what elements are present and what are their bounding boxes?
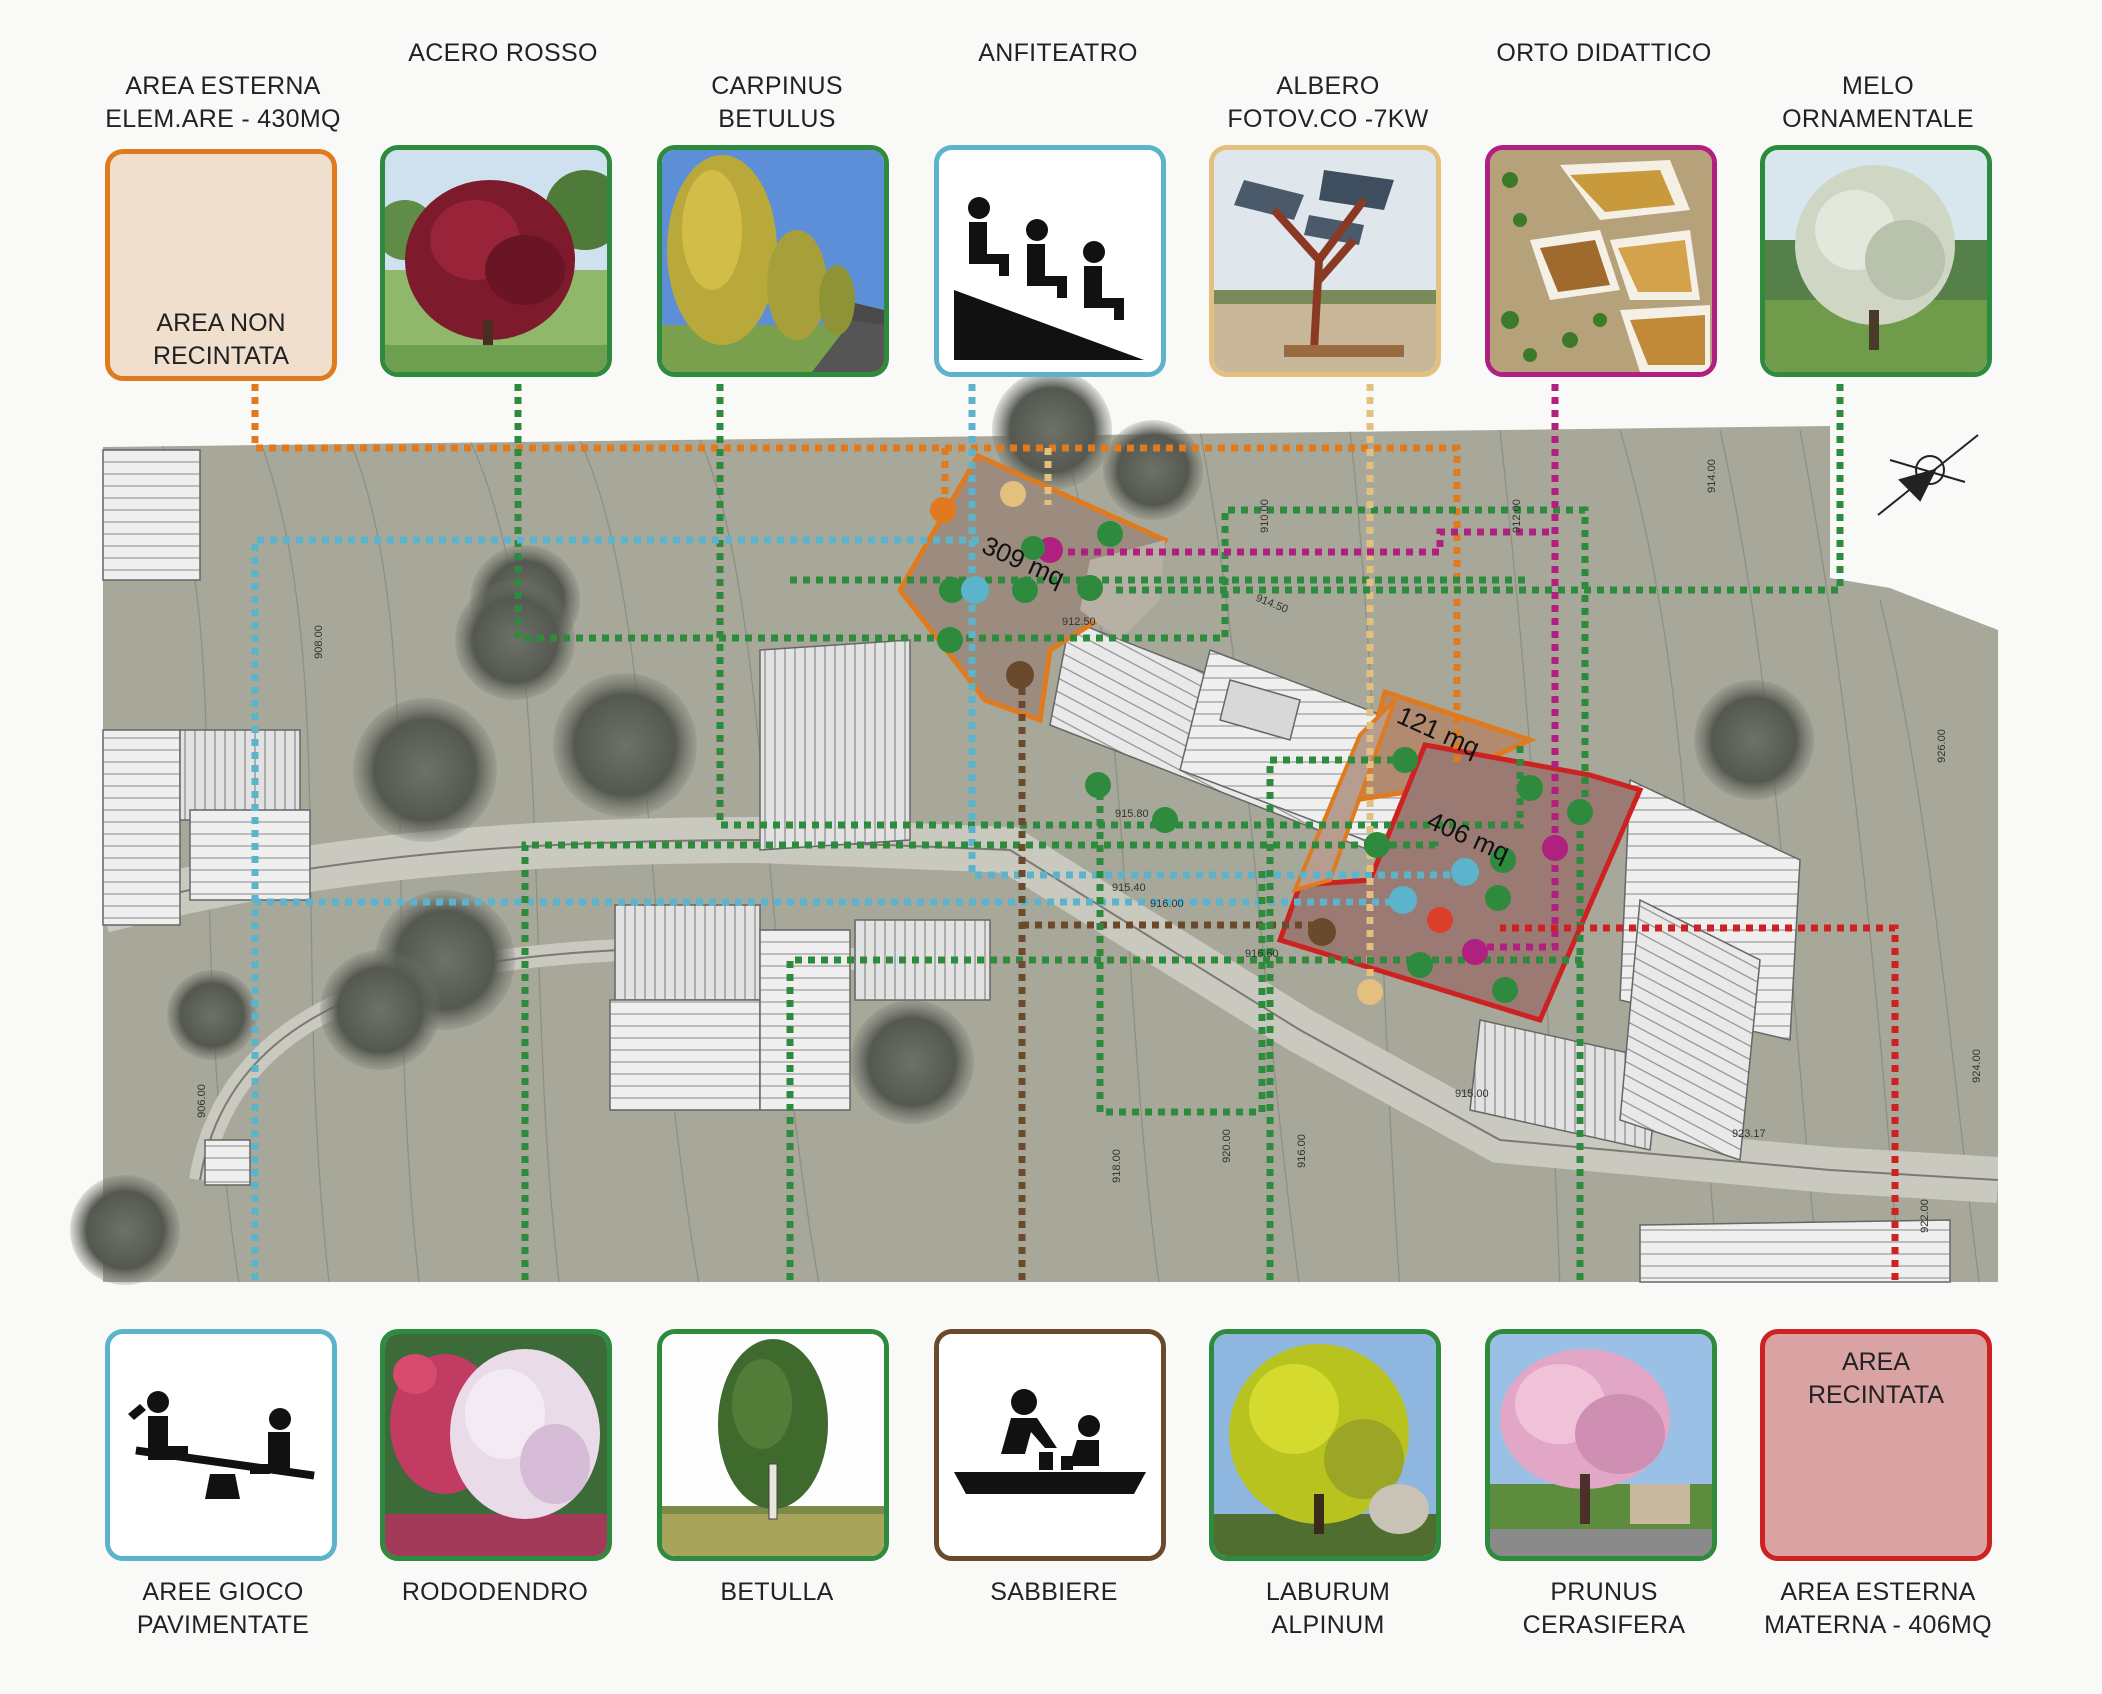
elevation-label: 924.00	[1970, 1049, 1983, 1083]
label-betulla: BETULLA	[720, 1578, 834, 1606]
elevation-label: 916.60	[1245, 948, 1279, 960]
elevation-label: 923.17	[1732, 1128, 1766, 1140]
elevation-label: 914.00	[1705, 459, 1718, 493]
elevation-label: 912.00	[1510, 499, 1523, 533]
laburnum-photo-icon	[1214, 1334, 1436, 1556]
plan-markers	[930, 481, 1593, 1005]
card-melo-ornamentale	[1760, 145, 1992, 377]
elevation-label: 920.00	[1220, 1129, 1233, 1163]
garden-beds-photo-icon	[1490, 150, 1712, 372]
apple-tree-photo-icon	[1765, 150, 1987, 372]
hornbeam-row-photo-icon	[662, 150, 884, 372]
red-maple-photo-icon	[385, 150, 607, 372]
buildings	[102, 449, 1951, 1283]
seesaw-icon	[110, 1334, 332, 1556]
label-sabbiere: SABBIERE	[990, 1578, 1118, 1606]
elevation-label: 918.00	[1110, 1149, 1123, 1183]
existing-trees	[70, 370, 1814, 1285]
birch-photo-icon	[662, 1334, 884, 1556]
elevation-label: 922.00	[1918, 1199, 1931, 1233]
amphitheater-icon	[939, 150, 1161, 372]
elevation-label: 908.00	[312, 625, 325, 659]
elevation-label: 906.00	[195, 1084, 208, 1118]
card-aree-gioco	[105, 1329, 337, 1561]
card-sabbiere	[934, 1329, 1166, 1561]
solar-tree-photo-icon	[1214, 150, 1436, 372]
north-arrow-icon	[1877, 434, 1979, 516]
card-carpinus-betulus	[657, 145, 889, 377]
elevation-label: 912.50	[1062, 616, 1096, 628]
card-prunus-cerasifera	[1485, 1329, 1717, 1561]
elevation-label: 915.40	[1112, 882, 1146, 894]
elevation-label: 915.00	[1455, 1088, 1489, 1100]
prunus-photo-icon	[1490, 1334, 1712, 1556]
label-rododendro: RODODENDRO	[401, 1578, 589, 1606]
elevation-label: 910.00	[1258, 499, 1271, 533]
card-acero-rosso	[380, 145, 612, 377]
elevation-label: 926.00	[1935, 729, 1948, 763]
elevation-label: 915.80	[1115, 808, 1149, 820]
elevation-label: 916.00	[1150, 898, 1184, 910]
rhododendron-photo-icon	[385, 1334, 607, 1556]
card-betulla	[657, 1329, 889, 1561]
card-laburum-alpinum	[1209, 1329, 1441, 1561]
card-anfiteatro	[934, 145, 1166, 377]
elevation-label: 916.00	[1295, 1134, 1308, 1168]
sandbox-icon	[939, 1334, 1161, 1556]
card-albero-fotovoltaico	[1209, 145, 1441, 377]
card-orto-didattico	[1485, 145, 1717, 377]
card-rododendro	[380, 1329, 612, 1561]
